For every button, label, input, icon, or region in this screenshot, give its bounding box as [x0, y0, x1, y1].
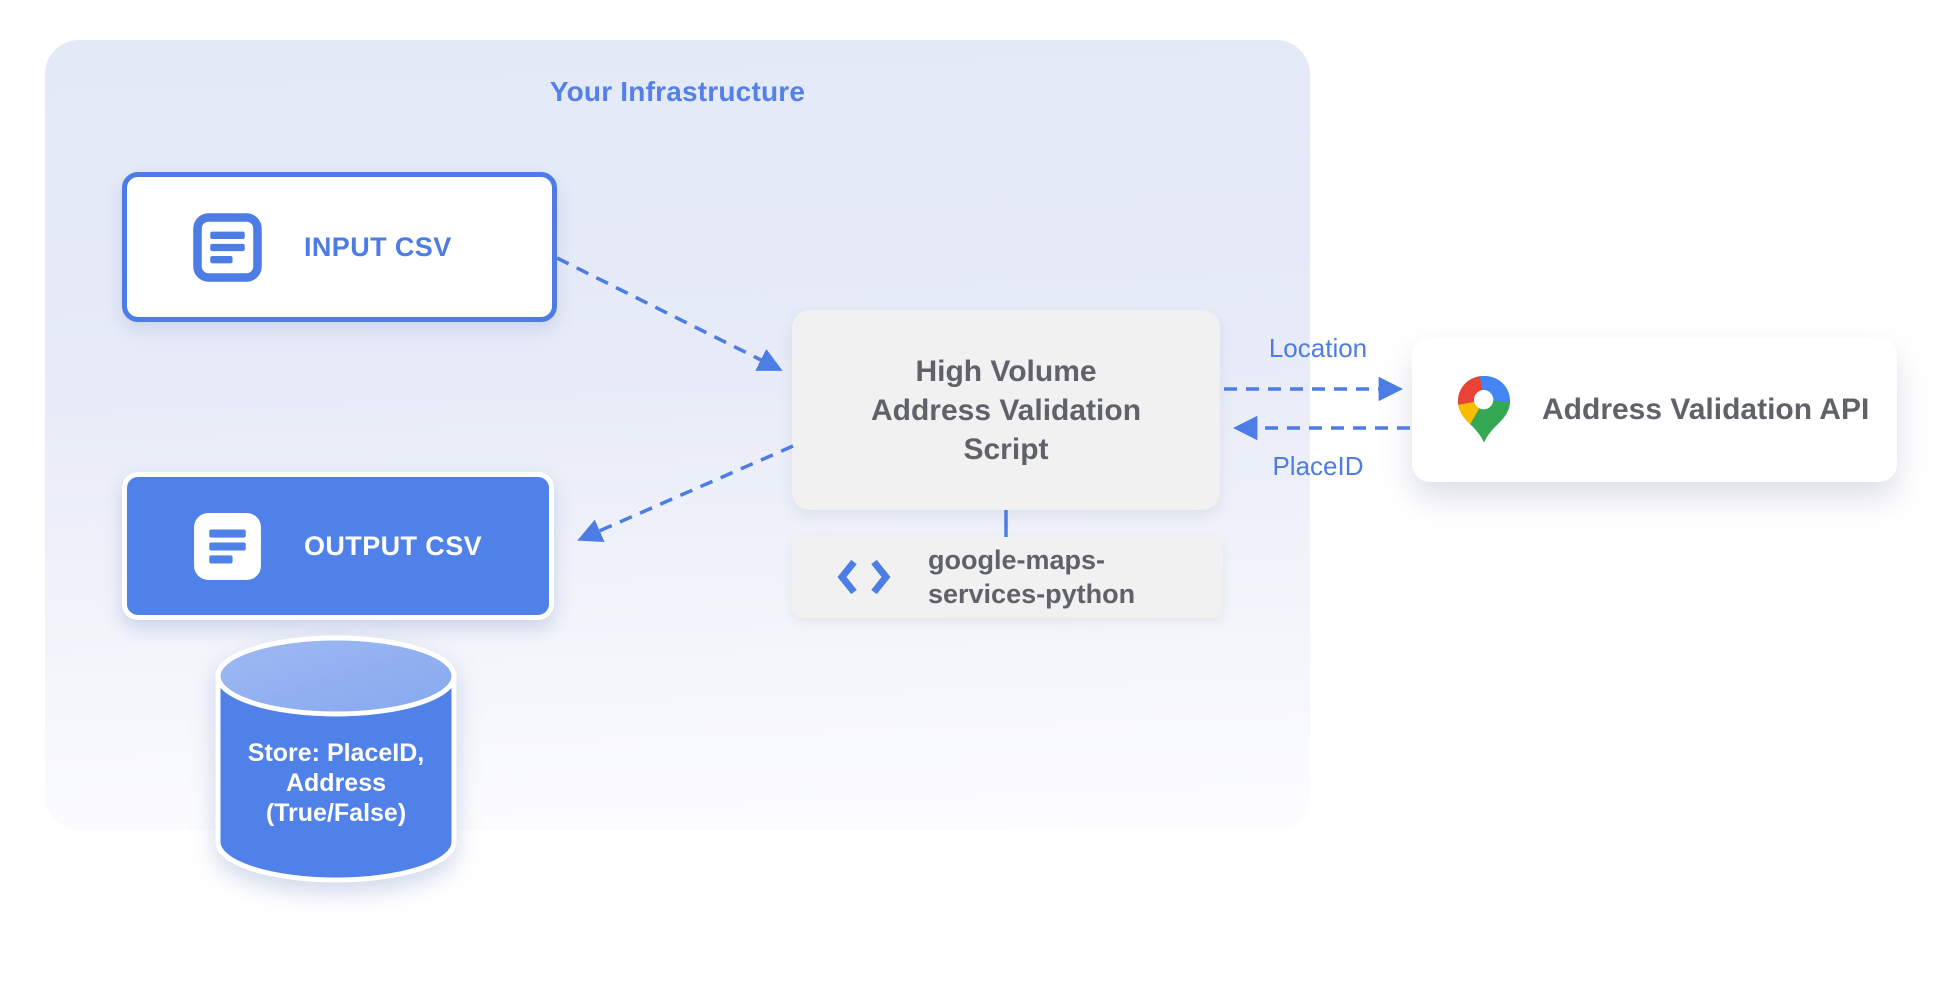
input-csv-label: INPUT CSV — [304, 231, 452, 262]
google-maps-pin-icon — [1458, 375, 1510, 443]
placeid-edge-label: PlaceID — [1272, 451, 1364, 481]
datastore-line: Store: PlaceID, — [247, 739, 425, 767]
library-label-line: google-maps- — [928, 545, 1106, 575]
document-icon — [193, 212, 262, 282]
location-edge-label: Location — [1268, 333, 1368, 363]
datastore-line: Address — [285, 769, 387, 797]
datastore-label: Store: PlaceID, Address (True/False) — [206, 738, 466, 828]
infrastructure-title: Your Infrastructure — [549, 76, 806, 107]
input-csv-node: INPUT CSV — [122, 172, 557, 322]
code-icon — [837, 559, 891, 595]
script-label-line: Script — [963, 432, 1049, 466]
library-label: google-maps- services-python — [928, 543, 1135, 611]
output-csv-node: OUTPUT CSV — [122, 472, 554, 620]
library-label-line: services-python — [928, 579, 1136, 609]
database-cylinder — [215, 635, 457, 883]
validation-script-node: High Volume Address Validation Script — [792, 310, 1220, 510]
script-label-line: High Volume — [915, 354, 1097, 388]
datastore-line: (True/False) — [265, 799, 407, 827]
address-validation-api-node: Address Validation API — [1412, 337, 1897, 482]
api-label: Address Validation API — [1542, 392, 1870, 426]
script-label-line: Address Validation — [870, 393, 1142, 427]
python-library-node: google-maps- services-python — [792, 536, 1223, 618]
output-csv-label: OUTPUT CSV — [304, 530, 483, 561]
document-icon — [194, 512, 261, 580]
